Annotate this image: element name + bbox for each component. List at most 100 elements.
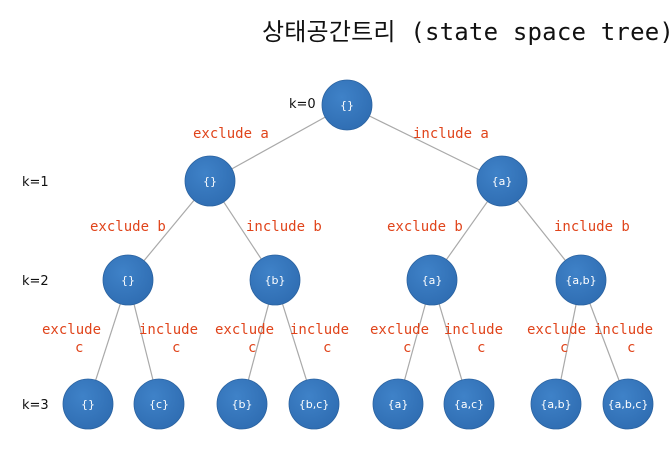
tree-edge [143,199,195,262]
tree-node: {a} [406,254,458,306]
tree-node: {b,c} [288,378,340,430]
node-label: {} [121,274,135,287]
node-circle [102,254,154,306]
node-circle [602,378,654,430]
edge-label-line: c [248,340,256,356]
node-label: {} [81,398,95,411]
edge-label-line: exclude [42,322,101,338]
node-label: {} [340,99,354,112]
node-circle [555,254,607,306]
edges-layer [95,115,620,381]
tree-edge [247,304,270,380]
tree-node: {} [321,79,373,131]
node-circle [216,378,268,430]
tree-edge [223,201,262,260]
node-circle [288,378,340,430]
tree-node: {} [102,254,154,306]
tree-node: {a,b,c} [602,378,654,430]
edge-label-line: exclude a [193,126,269,142]
node-label: {a,c} [454,398,484,411]
edge-label: exclude c [42,322,101,356]
node-circle [476,155,528,207]
level-label: k=3 [22,398,49,413]
edge-label: include c [139,322,198,356]
level-label: k=2 [22,274,49,289]
node-label: {a,b,c} [608,398,649,411]
edge-label: exclude b [387,219,463,235]
tree-node: {} [184,155,236,207]
tree-edge [133,304,154,380]
edge-label-line: include b [554,219,630,235]
edge-label-line: c [627,340,635,356]
node-circle [184,155,236,207]
node-label: {a} [492,175,513,188]
node-label: {b,c} [299,398,330,411]
tree-node: {b} [249,254,301,306]
edge-labels-layer: exclude a include a exclude b include b excl… [42,126,653,356]
edge-label-line: c [323,340,331,356]
tree-node: {b} [216,378,268,430]
level-label: k=1 [22,175,49,190]
tree-node: {a} [476,155,528,207]
tree-node: {a} [372,378,424,430]
tree-edge [404,303,426,381]
edge-label: exclude b [90,219,166,235]
edge-label: include b [554,219,630,235]
edge-label-line: c [172,340,180,356]
tree-edge [517,200,566,261]
edge-label-line: include [594,322,653,338]
level-label: k=0 [289,97,316,112]
node-circle [443,378,495,430]
node-label: {a} [422,274,443,287]
tree-edge [231,116,326,170]
edge-label-line: include [290,322,349,338]
node-circle [321,79,373,131]
node-label: {a,b} [540,398,571,411]
edge-label-line: include b [246,219,322,235]
node-label: {b} [265,274,286,287]
edge-label-line: c [403,340,411,356]
tree-node: {} [62,378,114,430]
tree-node: {a,b} [530,378,582,430]
node-circle [406,254,458,306]
node-circle [62,378,114,430]
edge-label: exclude c [527,322,586,356]
tree-edge [95,303,121,381]
node-circle [530,378,582,430]
tree-node: {c} [133,378,185,430]
edge-label: include a [413,126,489,142]
edge-label-line: c [477,340,485,356]
edge-label-line: c [75,340,83,356]
node-label: {b} [232,398,253,411]
node-circle [249,254,301,306]
edge-label: include c [444,322,503,356]
edge-label-line: include [444,322,503,338]
edge-label: include b [246,219,322,235]
node-label: {c} [149,398,169,411]
tree-edge [438,303,463,381]
edge-label: exclude a [193,126,269,142]
edge-label-line: include a [413,126,489,142]
node-circle [372,378,424,430]
tree-node: {a,b} [555,254,607,306]
edge-label-line: include [139,322,198,338]
node-label: {a,b} [565,274,596,287]
edge-label: include c [290,322,349,356]
level-labels: k=0 k=1 k=2 k=3 [22,97,316,413]
tree-edge [281,303,308,381]
node-circle [133,378,185,430]
edge-label-line: exclude [527,322,586,338]
tree-node: {a,c} [443,378,495,430]
diagram-title: 상태공간트리 (state space tree) [262,18,672,46]
edge-label-line: exclude b [387,219,463,235]
node-label: {a} [388,398,409,411]
edge-label-line: c [560,340,568,356]
tree-edge [369,115,480,171]
edge-label-line: exclude b [90,219,166,235]
edge-label: include c [594,322,653,356]
tree-edge [445,201,489,260]
tree-edge [560,304,577,380]
